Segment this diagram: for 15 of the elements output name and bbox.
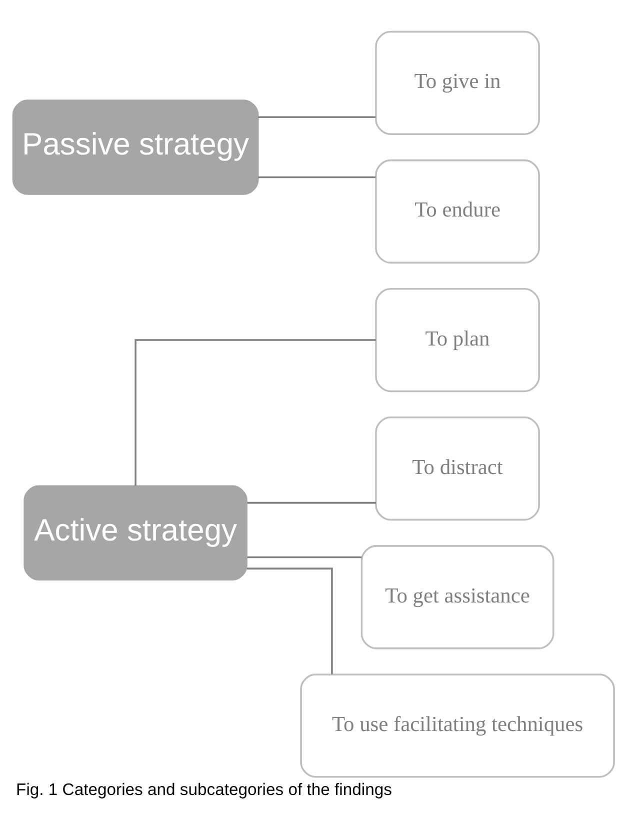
node-box: To use facilitating techniques: [300, 673, 615, 778]
connector: [258, 116, 376, 118]
connector: [134, 338, 376, 486]
node-box: To endure: [375, 158, 540, 264]
caption: Fig. 1 Categories and subcategories of the findings: [16, 779, 392, 798]
node-box: To distract: [375, 416, 540, 520]
node-box: To give in: [375, 30, 540, 135]
connector: [258, 176, 376, 178]
node-box: To plan: [375, 287, 540, 392]
connector: [247, 501, 376, 504]
node-box: To get assistance: [360, 544, 554, 649]
node-box: Active strategy: [24, 484, 248, 580]
connector: [246, 567, 333, 674]
connector: [247, 556, 362, 558]
node-box: Passive strategy: [12, 99, 259, 194]
